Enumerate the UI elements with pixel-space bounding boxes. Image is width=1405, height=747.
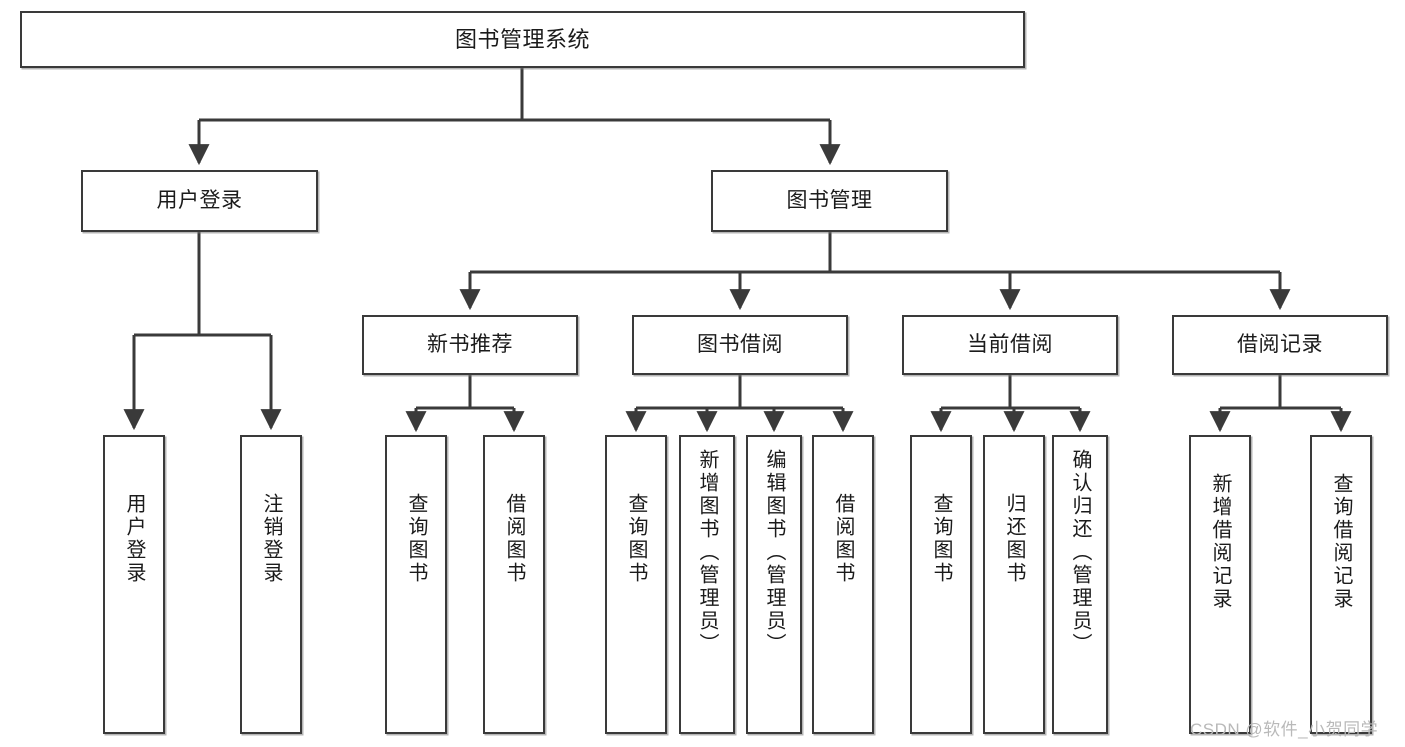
node-current-borrow-label: 当前借阅 — [967, 332, 1053, 356]
leaf-borrow-book-1-label: 借阅图书 — [503, 493, 525, 585]
node-current-borrow[interactable]: 当前借阅 — [902, 315, 1118, 375]
leaf-add-book-label: 新增图书（管理员） — [696, 449, 718, 656]
node-root[interactable]: 图书管理系统 — [20, 11, 1025, 68]
leaf-query-book-3-label: 查询图书 — [930, 493, 952, 585]
node-new-book-recommend[interactable]: 新书推荐 — [362, 315, 578, 375]
leaf-return-book-label: 归还图书 — [1003, 493, 1025, 585]
leaf-user-login-label: 用户登录 — [123, 493, 145, 585]
leaf-query-book-2-label: 查询图书 — [625, 493, 647, 585]
leaf-confirm-return-label: 确认归还（管理员） — [1069, 449, 1091, 656]
leaf-query-record[interactable]: 查询借阅记录 — [1310, 435, 1372, 734]
leaf-edit-book-label: 编辑图书（管理员） — [763, 449, 785, 656]
leaf-query-record-label: 查询借阅记录 — [1330, 473, 1352, 611]
leaf-query-book-2[interactable]: 查询图书 — [605, 435, 667, 734]
node-user-login-label: 用户登录 — [156, 188, 243, 212]
leaf-borrow-book-1[interactable]: 借阅图书 — [483, 435, 545, 734]
leaf-query-book-3[interactable]: 查询图书 — [910, 435, 972, 734]
node-book-manage-label: 图书管理 — [786, 188, 873, 212]
node-borrow-record-label: 借阅记录 — [1237, 332, 1323, 356]
leaf-borrow-book-2[interactable]: 借阅图书 — [812, 435, 874, 734]
leaf-return-book[interactable]: 归还图书 — [983, 435, 1045, 734]
node-root-label: 图书管理系统 — [454, 26, 590, 52]
node-book-manage[interactable]: 图书管理 — [711, 170, 948, 232]
node-book-borrow[interactable]: 图书借阅 — [632, 315, 848, 375]
leaf-add-record-label: 新增借阅记录 — [1209, 473, 1231, 611]
leaf-edit-book[interactable]: 编辑图书（管理员） — [746, 435, 802, 734]
leaf-add-record[interactable]: 新增借阅记录 — [1189, 435, 1251, 734]
leaf-confirm-return[interactable]: 确认归还（管理员） — [1052, 435, 1108, 734]
node-new-book-recommend-label: 新书推荐 — [427, 332, 513, 356]
leaf-borrow-book-2-label: 借阅图书 — [832, 493, 854, 585]
node-borrow-record[interactable]: 借阅记录 — [1172, 315, 1388, 375]
leaf-query-book-1-label: 查询图书 — [405, 493, 427, 585]
csdn-watermark: CSDN @软件_小贺同学 — [1190, 720, 1379, 739]
leaf-user-logout[interactable]: 注销登录 — [240, 435, 302, 734]
leaf-user-logout-label: 注销登录 — [260, 493, 282, 585]
leaf-add-book[interactable]: 新增图书（管理员） — [679, 435, 735, 734]
leaf-query-book-1[interactable]: 查询图书 — [385, 435, 447, 734]
node-book-borrow-label: 图书借阅 — [697, 332, 783, 356]
node-user-login[interactable]: 用户登录 — [81, 170, 318, 232]
leaf-user-login[interactable]: 用户登录 — [103, 435, 165, 734]
